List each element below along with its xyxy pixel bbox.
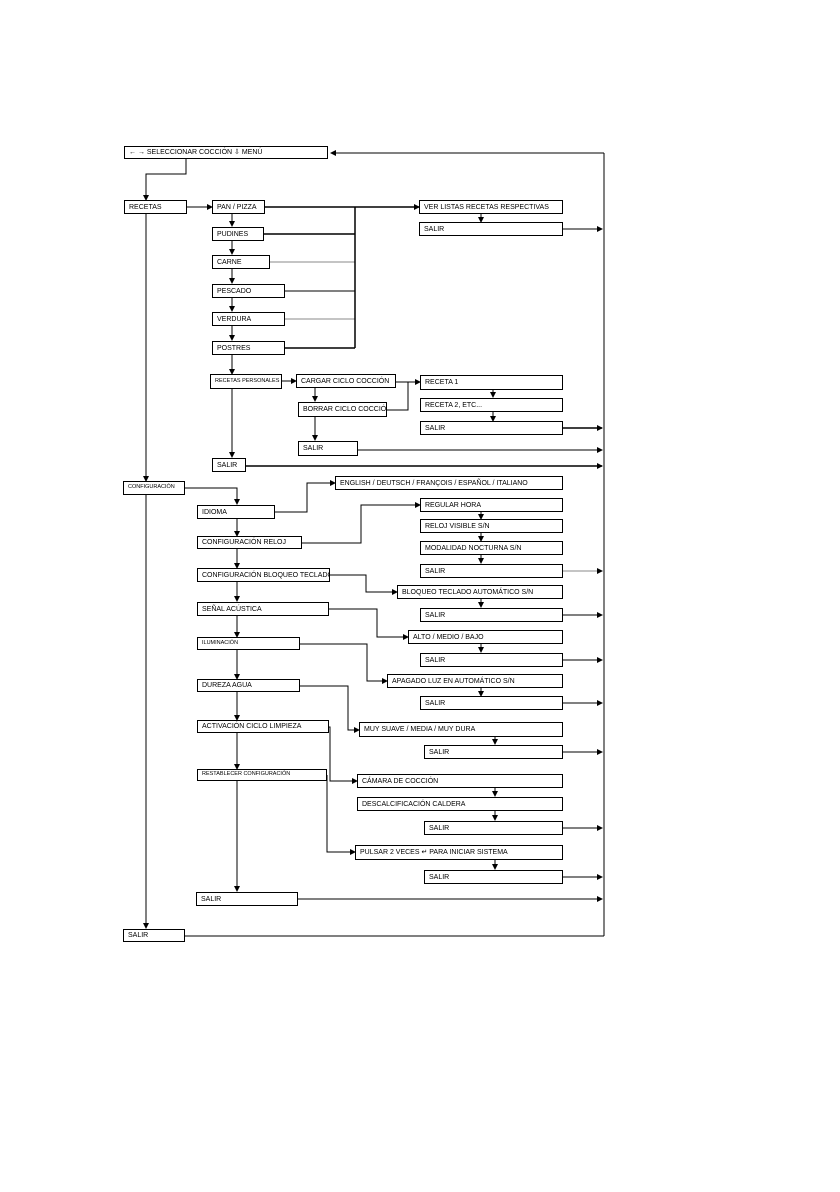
config-bloqueo-node: CONFIGURACIÓN BLOQUEO TECLADO	[197, 568, 330, 582]
bloqueo-to-auto	[330, 574, 398, 595]
alto-medio-bajo-node: ALTO / MEDIO / BAJO	[408, 630, 563, 644]
pulsar-2-veces-node: PULSAR 2 VECES ↵ PARA INICIAR SISTEMA	[355, 845, 563, 860]
descalcificacion-node: DESCALCIFICACIÓN CALDERA	[357, 797, 563, 811]
carne-node: CARNE	[212, 255, 270, 269]
restablecer-node: RESTABLECER CONFIGURACIÓN	[197, 769, 327, 781]
pescado-node: PESCADO	[212, 284, 285, 298]
iluminacion-to-apagado	[300, 643, 388, 684]
config-to-idioma	[185, 487, 240, 505]
regular-hora-node: REGULAR HORA	[420, 498, 563, 512]
reloj-visible-node: RELOJ VISIBLE S/N	[420, 519, 563, 533]
salir-reloj-node: SALIR	[420, 564, 563, 578]
salir-dureza-node: SALIR	[424, 745, 563, 759]
recetas-node: RECETAS	[124, 200, 187, 214]
borrar-ciclo-node: BORRAR CICLO COCCIÓN	[298, 402, 387, 417]
camara-coccion-node: CÁMARA DE COCCIÓN	[357, 774, 563, 788]
restablecer-to-pulsar	[326, 775, 356, 855]
pudines-node: PUDINES	[212, 227, 264, 241]
recetas-personales-node: RECETAS PERSONALES	[210, 374, 282, 389]
salir-recetas-node: SALIR	[212, 458, 246, 472]
config-reloj-node: CONFIGURACIÓN RELOJ	[197, 536, 302, 549]
configuracion-node: CONFIGURACIÓN	[123, 481, 185, 495]
salir-bloqueo-node: SALIR	[420, 608, 563, 622]
salir-iluminacion-node: SALIR	[420, 696, 563, 710]
receta-1-node: RECETA 1	[420, 375, 563, 390]
salir-restablecer-node: SALIR	[424, 870, 563, 884]
reloj-to-regular	[302, 502, 421, 544]
apagado-luz-node: APAGADO LUZ EN AUTOMÁTICO S/N	[387, 674, 563, 688]
activacion-to-camara	[329, 726, 358, 784]
salir-limpieza-node: SALIR	[424, 821, 563, 835]
receta-2-node: RECETA 2, ETC...	[420, 398, 563, 412]
salir-config-node: SALIR	[196, 892, 298, 906]
idiomas-list-node: ENGLISH / DEUTSCH / FRANÇOIS / ESPAÑOL /…	[335, 476, 563, 490]
salir-personales-node: SALIR	[298, 441, 358, 456]
salir-recetas-list-node: SALIR	[420, 421, 563, 435]
main-to-recetas-line	[143, 159, 187, 201]
dureza-to-muy-suave	[300, 685, 360, 733]
muy-suave-node: MUY SUAVE / MEDIA / MUY DURA	[359, 722, 563, 737]
salir-senal-node: SALIR	[420, 653, 563, 667]
activacion-limpieza-node: ACTIVACIÓN CICLO LIMPIEZA	[197, 720, 329, 733]
main-menu-node: ← → SELECCIONAR COCCIÓN ⇩ MENÚ	[124, 146, 328, 159]
senal-acustica-node: SEÑAL ACÚSTICA	[197, 602, 329, 616]
pan-pizza-node: PAN / PIZZA	[212, 200, 265, 214]
modalidad-nocturna-node: MODALIDAD NOCTURNA S/N	[420, 541, 563, 555]
borrar-to-recetas	[387, 382, 409, 411]
dureza-agua-node: DUREZA AGUA	[197, 679, 300, 692]
ver-listas-node: VER LISTAS RECETAS RESPECTIVAS	[419, 200, 563, 214]
idioma-node: IDIOMA	[197, 505, 275, 519]
verdura-node: VERDURA	[212, 312, 285, 326]
salir-listas-node: SALIR	[419, 222, 563, 236]
salir-main-node: SALIR	[123, 929, 185, 942]
cargar-ciclo-node: CARGAR CICLO COCCIÓN	[296, 374, 396, 388]
senal-to-alto	[329, 608, 409, 640]
bloqueo-auto-node: BLOQUEO TECLADO AUTOMÁTICO S/N	[397, 585, 563, 599]
iluminacion-node: ILUMINACIÓN	[197, 637, 300, 650]
idioma-to-list	[275, 480, 336, 513]
postres-node: POSTRES	[212, 341, 285, 355]
